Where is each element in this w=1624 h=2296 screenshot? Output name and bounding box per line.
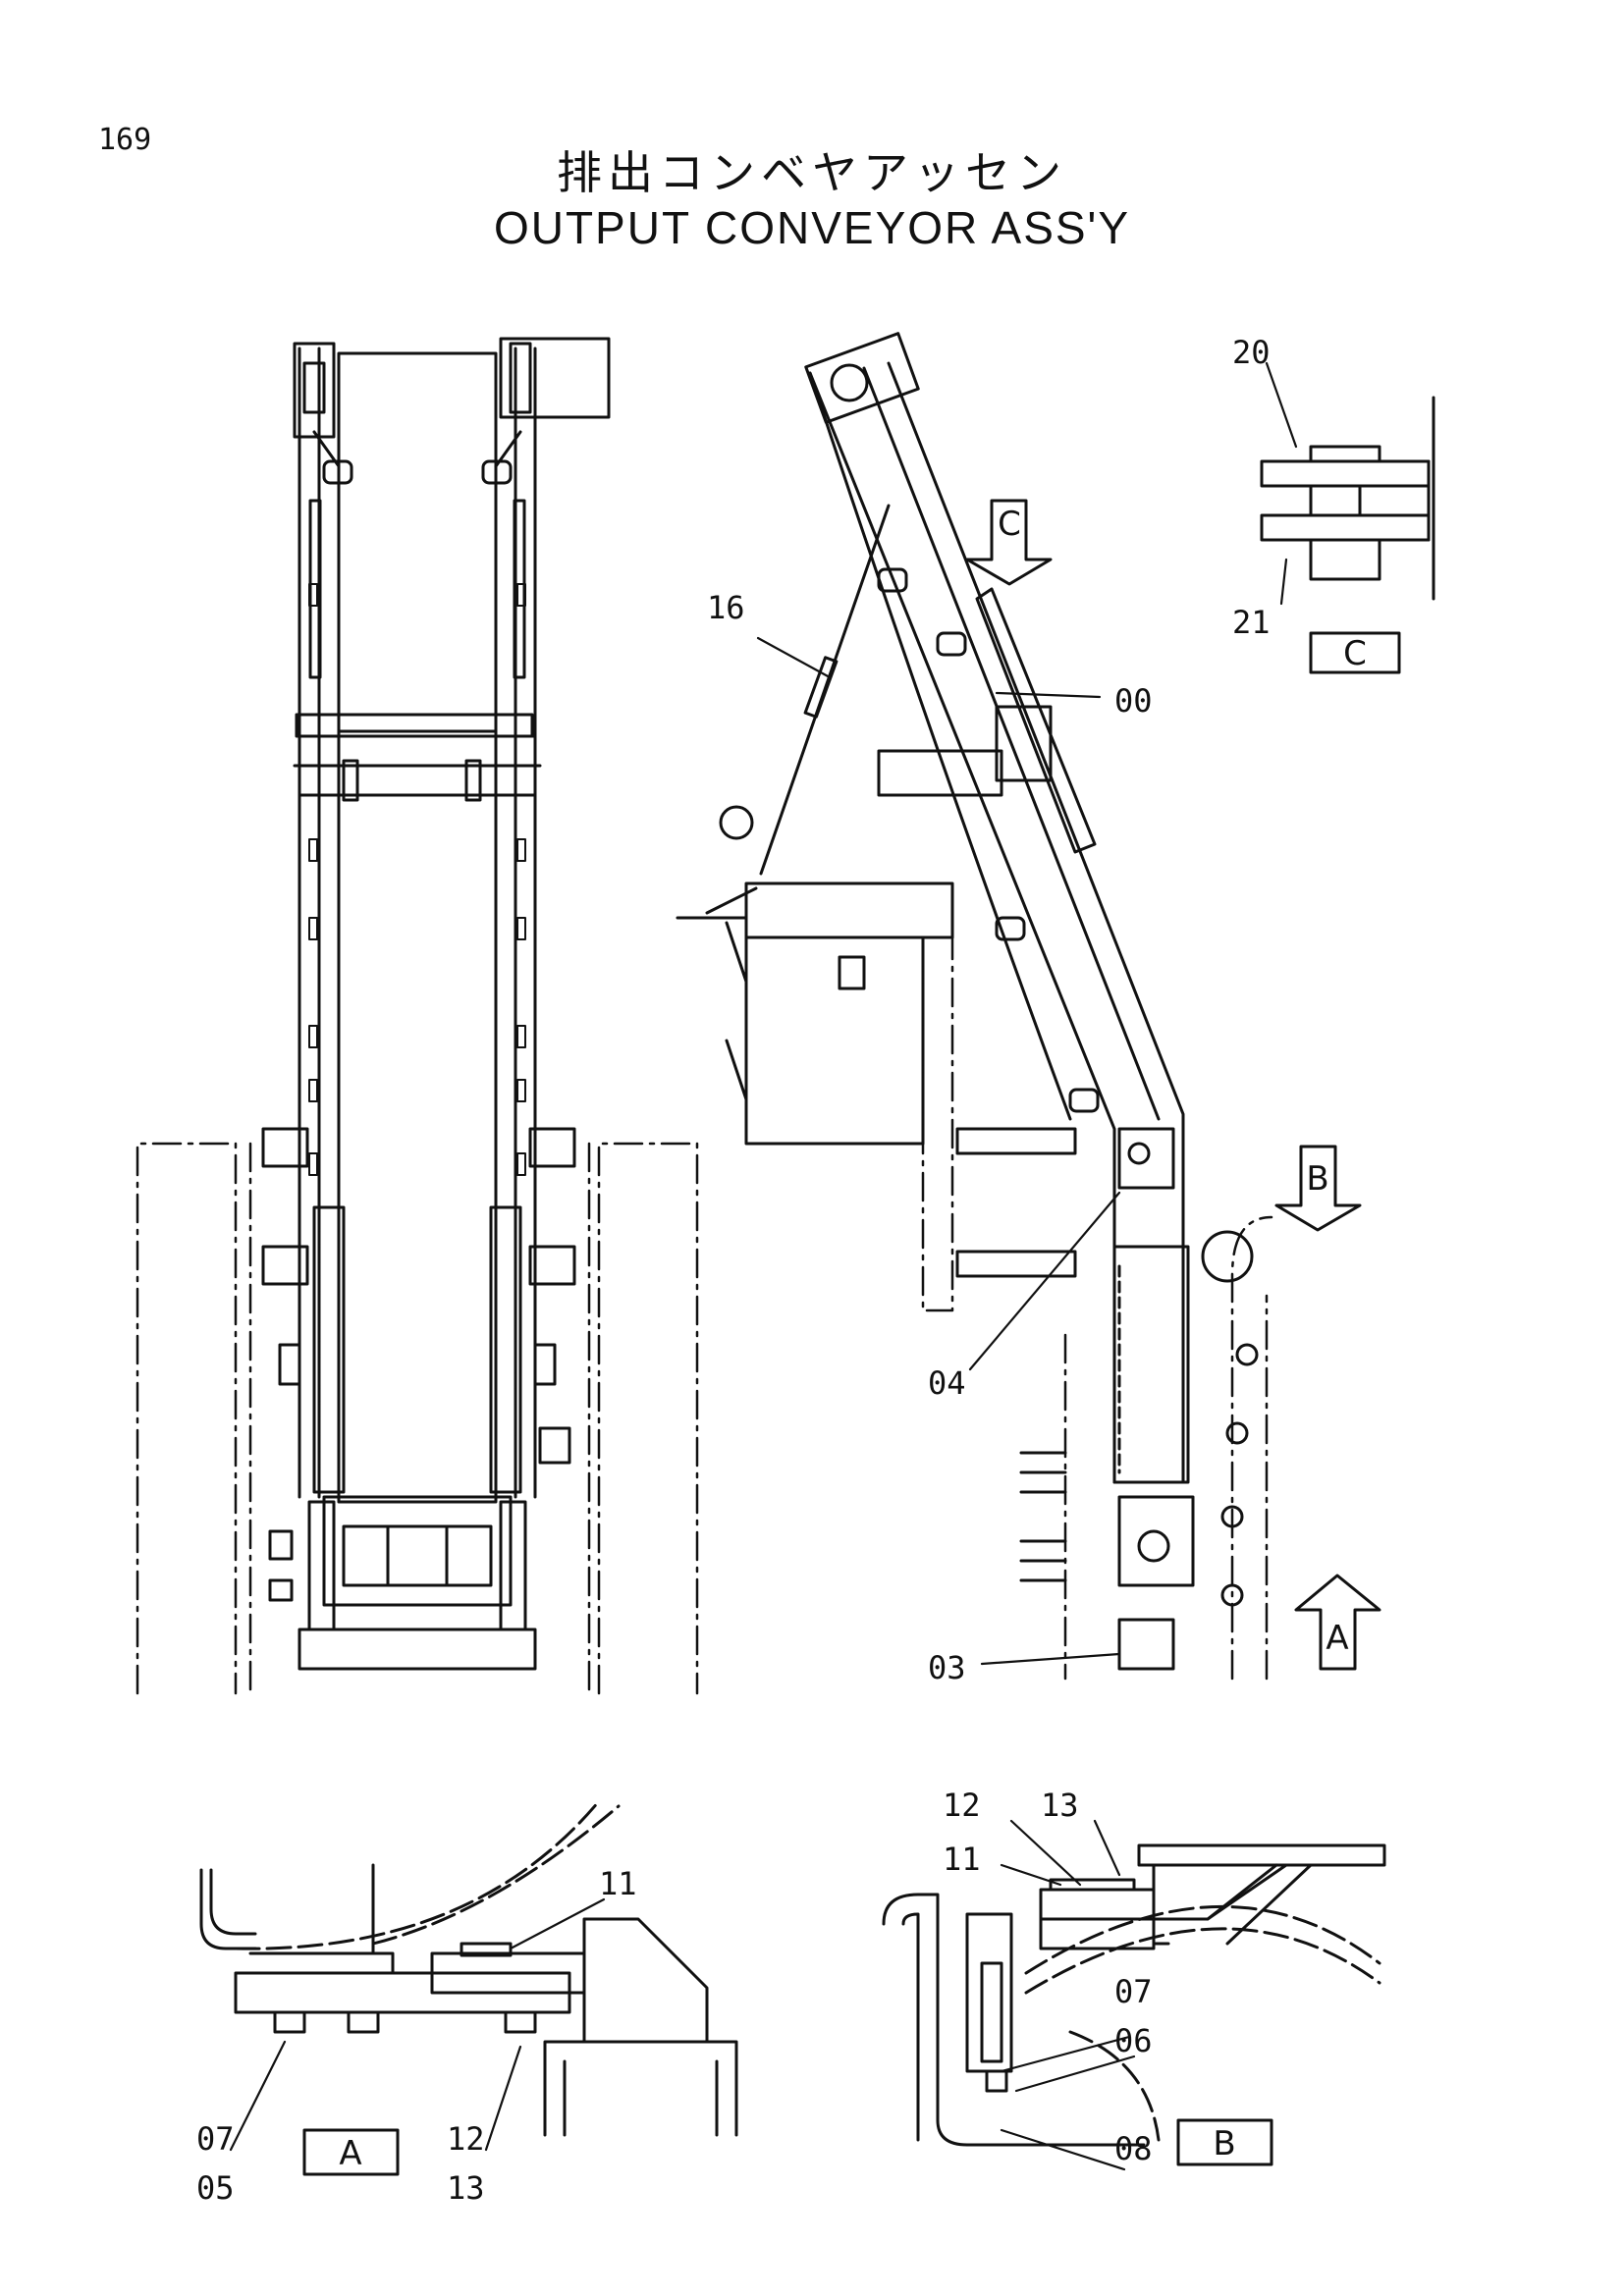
detail-c xyxy=(1260,396,1435,601)
view-arrow-c xyxy=(965,499,1053,586)
callout-20: 20 xyxy=(1232,334,1271,371)
callout-03: 03 xyxy=(928,1649,966,1686)
view-box-c xyxy=(1309,631,1401,674)
callout-00: 00 xyxy=(1114,682,1153,720)
view-box-b xyxy=(1176,2118,1273,2166)
detail-b-callout-11: 11 xyxy=(943,1841,981,1878)
detail-a-callout-11: 11 xyxy=(599,1865,637,1902)
view-label-c: C xyxy=(1343,634,1367,673)
detail-b xyxy=(882,1843,1386,2147)
view-label-b: B xyxy=(1213,2124,1235,2163)
title-japanese: 排出コンベヤアッセン xyxy=(557,146,1067,199)
detail-a-callout-07: 07 xyxy=(196,2120,235,2158)
detail-a xyxy=(199,1799,738,2137)
callout-04: 04 xyxy=(928,1364,966,1402)
page-number: 169 xyxy=(98,123,152,157)
callout-16: 16 xyxy=(707,589,745,626)
detail-a-callout-05: 05 xyxy=(196,2169,235,2207)
detail-b-callout-07: 07 xyxy=(1114,1973,1153,2010)
view-label-a: A xyxy=(339,2134,361,2173)
detail-a-callout-12: 12 xyxy=(447,2120,485,2158)
side-view xyxy=(676,332,1273,1681)
arrow-label-b: B xyxy=(1306,1159,1328,1199)
detail-b-callout-08: 08 xyxy=(1114,2130,1153,2167)
detail-b-callout-13: 13 xyxy=(1041,1787,1079,1824)
detail-b-callout-06: 06 xyxy=(1114,2022,1153,2059)
arrow-label-a: A xyxy=(1326,1619,1348,1658)
front-view xyxy=(135,337,699,1695)
view-arrow-a xyxy=(1294,1574,1381,1671)
detail-b-callout-12: 12 xyxy=(943,1787,981,1824)
title-english: OUTPUT CONVEYOR ASS'Y xyxy=(493,202,1131,253)
detail-a-callout-13: 13 xyxy=(447,2169,485,2207)
view-box-a xyxy=(302,2128,400,2176)
leader-lines xyxy=(229,361,1298,2171)
callout-21: 21 xyxy=(1232,604,1271,641)
view-arrow-b xyxy=(1274,1145,1362,1232)
arrow-label-c: C xyxy=(998,505,1021,544)
